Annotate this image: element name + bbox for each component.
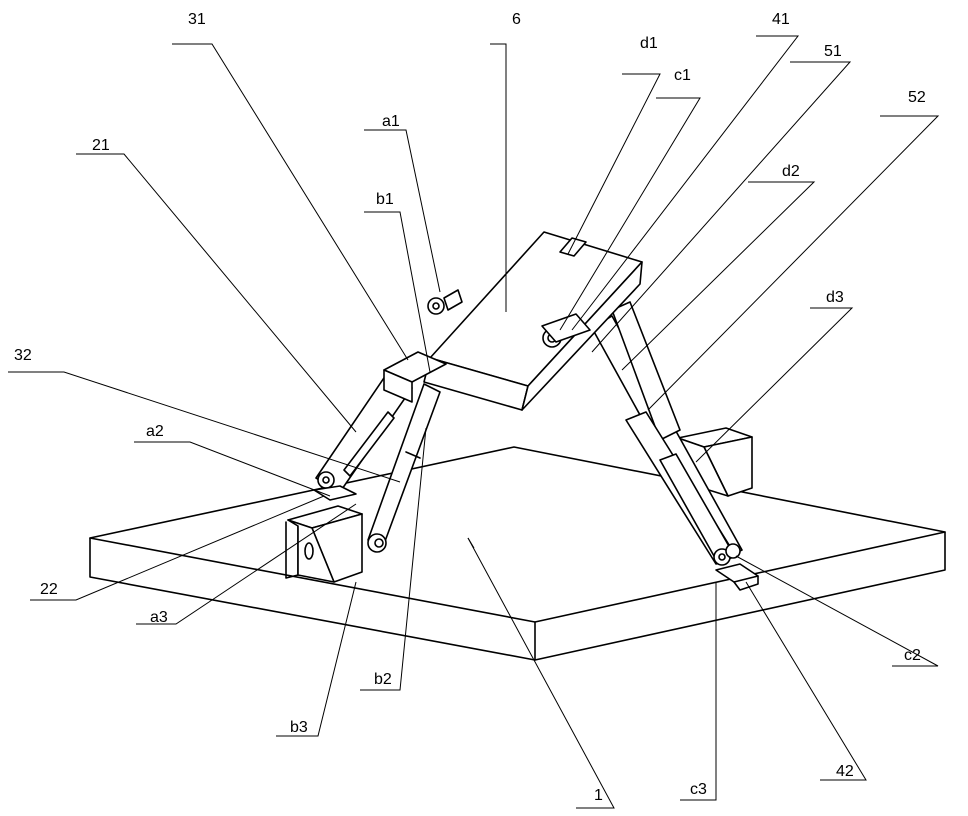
label-51: 51 (824, 43, 842, 60)
label-d2: d2 (782, 163, 800, 180)
label-1: 1 (594, 787, 603, 804)
label-52: 52 (908, 89, 926, 106)
label-b2: b2 (374, 671, 392, 688)
label-31: 31 (188, 11, 206, 28)
label-a3: a3 (150, 609, 168, 626)
label-c3: c3 (690, 781, 707, 798)
label-22: 22 (40, 581, 58, 598)
label-b1: b1 (376, 191, 394, 208)
label-d1: d1 (640, 35, 658, 52)
label-a1: a1 (382, 113, 400, 130)
label-42: 42 (836, 763, 854, 780)
label-6: 6 (512, 11, 521, 28)
label-21: 21 (92, 137, 110, 154)
label-c1: c1 (674, 67, 691, 84)
leader-lines (8, 36, 938, 808)
label-d3: d3 (826, 289, 844, 306)
label-b3: b3 (290, 719, 308, 736)
base-plate (90, 447, 945, 660)
label-c2: c2 (904, 647, 921, 664)
label-41: 41 (772, 11, 790, 28)
left-support-block (288, 506, 362, 582)
label-32: 32 (14, 347, 32, 364)
label-a2: a2 (146, 423, 164, 440)
